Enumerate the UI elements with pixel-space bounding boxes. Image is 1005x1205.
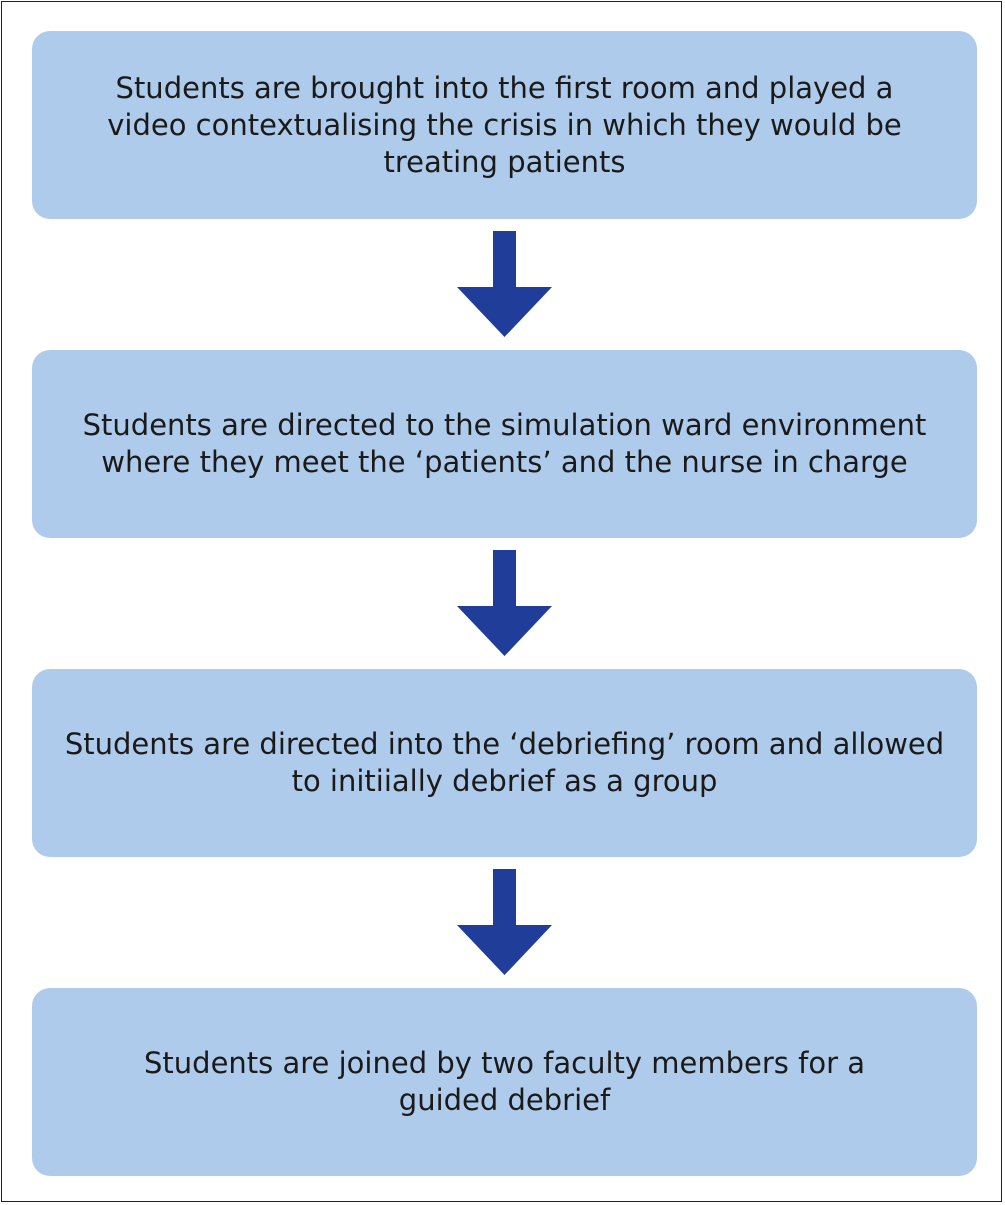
flow-step-3-text: Students are directed into the ‘debriefi… xyxy=(65,726,944,800)
flow-step-3-line-2: to initiially debrief as a group xyxy=(291,764,718,798)
flow-step-2-text: Students are directed to the simulation … xyxy=(83,407,927,481)
down-arrow-icon xyxy=(457,550,552,656)
flow-step-4-line-2: guided debrief xyxy=(398,1083,611,1117)
flow-step-4: Students are joined by two faculty membe… xyxy=(32,988,977,1176)
down-arrow-icon xyxy=(457,231,552,337)
flow-step-1-line-2: video contextualising the crisis in whic… xyxy=(107,107,902,142)
flow-step-1-line-1: Students are brought into the first room… xyxy=(115,70,894,105)
flow-step-2-line-2: where they meet the ‘patients’ and the n… xyxy=(101,445,908,479)
flow-step-2-line-1: Students are directed to the simulation … xyxy=(82,408,927,442)
flow-step-3-line-1: Students are directed into the ‘debriefi… xyxy=(64,727,945,761)
flow-step-2: Students are directed to the simulation … xyxy=(32,350,977,538)
flow-step-4-line-1: Students are joined by two faculty membe… xyxy=(144,1046,865,1080)
flow-step-1: Students are brought into the first room… xyxy=(32,31,977,219)
down-arrow-icon xyxy=(457,869,552,975)
flow-step-1-line-3: treating patients xyxy=(383,144,626,179)
flow-step-1-text: Students are brought into the first room… xyxy=(107,70,902,181)
flow-step-4-text: Students are joined by two faculty membe… xyxy=(144,1045,865,1119)
flow-step-3: Students are directed into the ‘debriefi… xyxy=(32,669,977,857)
